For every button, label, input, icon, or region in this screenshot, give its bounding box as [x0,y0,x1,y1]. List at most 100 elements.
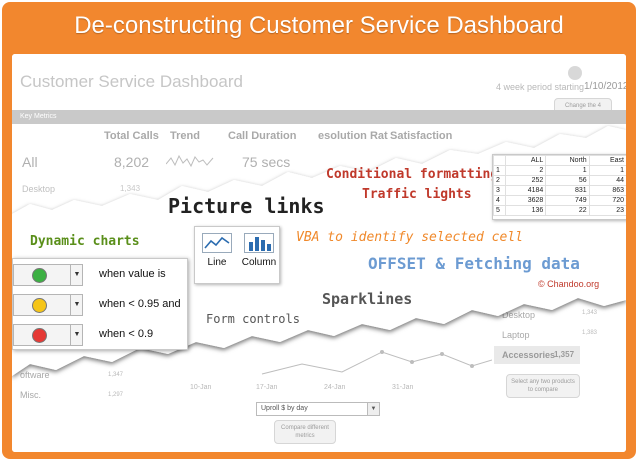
table-header-row: ALL North East [493,155,626,166]
table-cell: 5 [493,205,506,216]
table-cell: 3 [493,185,506,196]
row-desktop-value: 1,343 [120,184,141,193]
period-label: 4 week period starting [496,82,585,92]
table-cell: 3628 [504,195,547,206]
table-cell: 749 [545,195,590,206]
column-chart-label: Column [241,257,277,268]
row-software-value: 1,347 [108,372,124,378]
col-trend: Trend [170,130,200,142]
table-cell: 44 [588,175,626,186]
right-item-label: Desktop [502,310,536,320]
metrics-tooltip: Compare different metrics [274,420,336,444]
line-chart-icon [202,233,232,253]
right-item-label: Laptop [502,330,530,340]
column-chart-icon [244,233,274,253]
collage-stage: Customer Service Dashboard 4 week period… [12,54,626,452]
conditional-formatting-label: Conditional formatting [326,167,499,182]
table-cell: 22 [545,205,590,216]
trend-sparkline-icon [166,154,214,168]
table-cell: 4 [493,195,506,206]
table-cell: 4184 [504,185,547,196]
chevron-down-icon[interactable]: ▼ [70,295,83,315]
period-date[interactable]: 1/10/2012 [584,81,626,92]
traffic-lights-label: Traffic lights [362,187,472,202]
copyright-label: © Chandoo.org [538,279,600,289]
green-light-icon [32,268,47,283]
icon-select-green[interactable]: ▼ [13,264,83,286]
table-cell: 863 [588,185,626,196]
line-chart-label: Line [207,257,227,268]
banner-title: De-constructing Customer Service Dashboa… [74,12,564,39]
chevron-down-icon[interactable]: ▼ [367,403,379,415]
row-misc-label: Misc. [20,390,41,400]
rule-row-green: ▼ when value is [13,264,189,286]
rule-label-red: when < 0.9 [99,328,154,340]
right-item-desktop[interactable]: Desktop 1,343 [502,310,597,320]
table-cell: 136 [504,205,547,216]
column-chart-option[interactable]: Column [239,233,279,268]
x-label-3: 24-Jan [324,384,346,391]
traffic-light-rules: ▼ when value is ▼ when < 0.95 and ▼ when… [12,258,188,350]
products-tooltip: Select any two products to compare [506,374,580,398]
offset-label: OFFSET & Fetching data [368,254,580,273]
right-item-laptop[interactable]: Laptop 1,383 [502,330,597,340]
row-all-duration: 75 secs [242,154,291,170]
accessories-value: 1,357 [554,350,575,359]
table-cell: 252 [504,175,547,186]
trend-line-chart [261,350,492,375]
table-row[interactable]: 2 252 56 44 [493,175,626,186]
table-cell: 1 [545,165,590,176]
table-row[interactable]: 5 136 22 23 [493,205,626,216]
chevron-down-icon[interactable]: ▼ [70,265,83,285]
table-cell: 1 [588,165,626,176]
accessories-label: Accessories [502,350,556,360]
settings-icon[interactable] [568,66,582,80]
accessories-item[interactable]: Accessories 1,357 [494,346,580,364]
x-label-1: 10-Jan [190,384,212,391]
vba-label: VBA to identify selected cell [296,230,523,245]
metric-select-value: Uproll $ by day [261,405,308,412]
form-controls-label: Form controls [206,312,300,326]
red-light-icon [32,328,47,343]
sparklines-label: Sparklines [322,290,413,308]
col-satisfaction: Satisfaction [390,130,453,142]
right-item-value: 1,343 [582,310,598,316]
x-label-2: 17-Jan [256,384,278,391]
chart-type-picker: Line Column [194,226,280,284]
table-cell: 2 [493,175,506,186]
picture-links-label: Picture links [168,194,325,218]
dynamic-charts-label: Dynamic charts [30,234,140,249]
table-header-cell: North [545,155,590,166]
table-header-cell [493,155,506,166]
col-total-calls: Total Calls [104,130,159,142]
table-cell: 23 [588,205,626,216]
table-cell: 1 [493,165,506,176]
metric-select[interactable]: Uproll $ by day ▼ [256,402,380,416]
table-cell: 831 [545,185,590,196]
x-label-4: 31-Jan [392,384,414,391]
icon-select-yellow[interactable]: ▼ [13,294,83,316]
col-resolution-rate: esolution Rat [318,130,388,142]
key-metrics-bar: Key Metrics [12,110,626,124]
table-cell: 2 [504,165,547,176]
table-row[interactable]: 1 2 1 1 [493,165,626,176]
table-row[interactable]: 3 4184 831 863 [493,185,626,196]
yellow-light-icon [32,298,47,313]
col-call-duration: Call Duration [228,130,297,142]
table-row[interactable]: 4 3628 749 720 [493,195,626,206]
rule-row-red: ▼ when < 0.9 [13,324,189,346]
line-chart-option[interactable]: Line [197,233,237,268]
icon-select-red[interactable]: ▼ [13,324,83,346]
table-cell: 56 [545,175,590,186]
data-table: ALL North East 1 2 1 1 2 252 56 44 3 [492,154,626,220]
row-all-label: All [22,154,38,170]
right-item-value: 1,383 [582,330,598,336]
torn-paper-strip [12,126,626,376]
row-all-calls: 8,202 [114,154,150,170]
row-desktop-label: Desktop [22,184,56,194]
chevron-down-icon[interactable]: ▼ [70,325,83,345]
table-header-cell: ALL [504,155,547,166]
dashboard-title: Customer Service Dashboard [20,72,243,91]
rule-label-green: when value is [99,268,166,280]
